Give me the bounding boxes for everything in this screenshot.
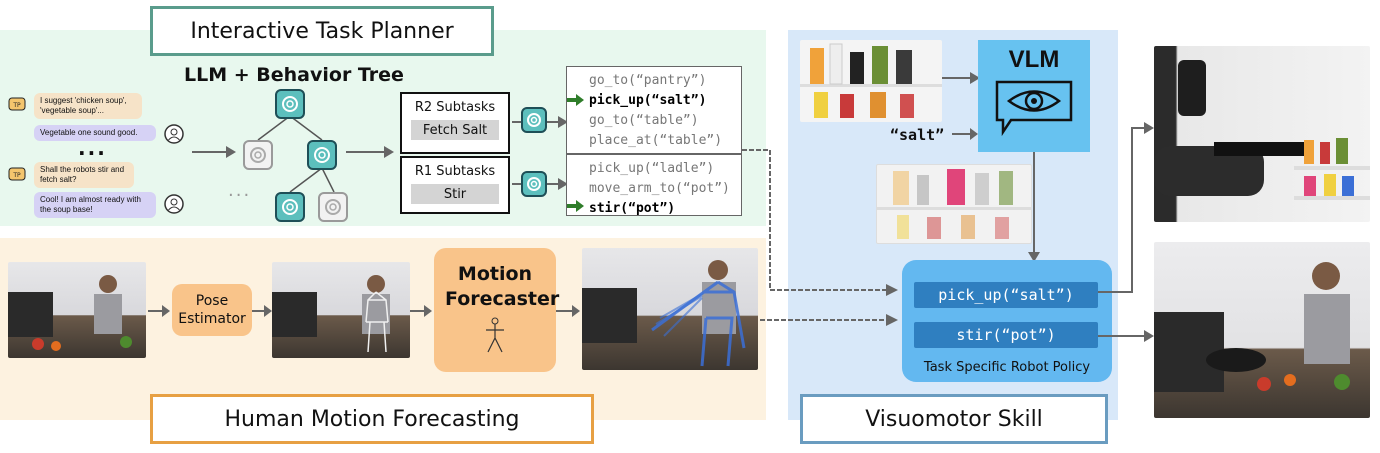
- kitchen-photo-pose: [272, 262, 410, 358]
- chat-message: I suggest 'chicken soup', 'vegetable sou…: [34, 93, 142, 119]
- motion-forecast-image: [582, 260, 746, 367]
- policy-label: Task Specific Robot Policy: [923, 360, 1091, 375]
- tree-ellipsis: ...: [228, 180, 252, 201]
- query-to-vlm-arrow: [952, 128, 978, 140]
- robot-stirring-image: [1154, 262, 1350, 392]
- llm-node-icon: [318, 192, 348, 222]
- r2-task-chip: Fetch Salt: [411, 120, 499, 140]
- user-avatar-icon: [164, 124, 184, 148]
- behavior-tree: [192, 115, 335, 193]
- planner-title: Interactive Task Planner: [150, 6, 494, 56]
- svg-text:TP: TP: [12, 102, 21, 109]
- motion-forecaster-label: Motion Forecaster: [445, 263, 560, 310]
- skeleton-icon: [486, 317, 504, 353]
- kitchen-photo-input: [8, 262, 146, 358]
- result-photo-stir: [1154, 242, 1370, 418]
- r2-subtasks-title: R2 Subtasks: [414, 100, 496, 115]
- pantry-detected-image: [877, 169, 1031, 239]
- llm-node-icon: [521, 107, 547, 133]
- chat-message: Shall the robots stir and fetch salt?: [34, 162, 134, 188]
- vlm-down-arrow: [1028, 152, 1040, 262]
- code-line: go_to(“pantry”): [589, 73, 707, 88]
- kitchen-photo-forecast: [582, 248, 758, 370]
- tree-to-subtasks-arrow: [346, 146, 394, 158]
- active-step-arrow-icon: [567, 200, 584, 212]
- flow-arrow-icon: [252, 305, 272, 317]
- r1-code-box: pick_up(“ladle”) move_arm_to(“pot”) stir…: [566, 154, 742, 216]
- forecast-title: Human Motion Forecasting: [150, 394, 594, 444]
- flow-arrow-icon: [148, 305, 170, 317]
- policy-module: [902, 260, 1112, 382]
- action-pick-up-salt: pick_up(“salt”): [914, 282, 1098, 308]
- user-avatar-icon: [164, 194, 184, 218]
- motion-forecaster-module: Motion Forecaster: [434, 248, 560, 372]
- r1-task-chip: Stir: [411, 184, 499, 204]
- code-line: pick_up(“salt”): [589, 93, 707, 108]
- chat-message: Cool! I am almost ready with the soup ba…: [34, 192, 156, 218]
- code-line: go_to(“table”): [589, 113, 699, 128]
- llm-node-icon: [275, 89, 305, 119]
- eye-icon: [995, 80, 1073, 136]
- pantry-to-vlm-arrow: [942, 72, 980, 84]
- code-line: place_at(“table”): [589, 133, 723, 148]
- chat-ellipsis: ...: [78, 136, 107, 160]
- r1-subtasks-title: R1 Subtasks: [414, 164, 496, 179]
- visuomotor-title: Visuomotor Skill: [800, 394, 1108, 444]
- chat-message: Vegetable one sound good.: [34, 125, 156, 141]
- r1-subtasks-box: R1 Subtasks Stir: [400, 156, 510, 214]
- pantry-shelf-image: [800, 43, 942, 118]
- planner-heading: LLM + Behavior Tree: [184, 64, 404, 86]
- flow-arrow-icon: [556, 305, 580, 317]
- tp-icon: TP: [8, 97, 26, 111]
- chat-badge-tp-1: TP: [8, 96, 26, 112]
- robot-arm-pantry-image: [1154, 60, 1370, 200]
- vlm-module: VLM: [978, 40, 1090, 152]
- flow-arrow-icon: [410, 305, 432, 317]
- action-stir-pot: stir(“pot”): [914, 322, 1098, 348]
- result-photo-fetch-salt: [1154, 46, 1370, 222]
- vlm-query-text: “salt”: [890, 126, 945, 144]
- pantry-photo: [800, 40, 942, 122]
- llm-node-icon: [243, 140, 273, 170]
- llm-node-icon: [521, 171, 547, 197]
- tp-icon: TP: [8, 167, 26, 181]
- pantry-segmented-photo: [876, 164, 1032, 244]
- person-cooking-image: [8, 275, 132, 351]
- code-line: pick_up(“ladle”): [589, 161, 715, 176]
- active-step-arrow-icon: [567, 94, 584, 106]
- r2-code-box: go_to(“pantry”) pick_up(“salt”) go_to(“t…: [566, 66, 742, 154]
- code-line: move_arm_to(“pot”): [589, 181, 730, 196]
- pose-skeleton-image: [272, 275, 390, 353]
- vlm-label: VLM: [1008, 46, 1060, 73]
- pose-estimator-module: Pose Estimator: [172, 284, 252, 336]
- llm-node-icon: [275, 192, 305, 222]
- llm-node-icon: [307, 140, 337, 170]
- svg-text:TP: TP: [12, 172, 21, 179]
- chat-badge-tp-2: TP: [8, 166, 26, 182]
- code-line: stir(“pot”): [589, 201, 676, 216]
- r2-subtasks-box: R2 Subtasks Fetch Salt: [400, 92, 510, 154]
